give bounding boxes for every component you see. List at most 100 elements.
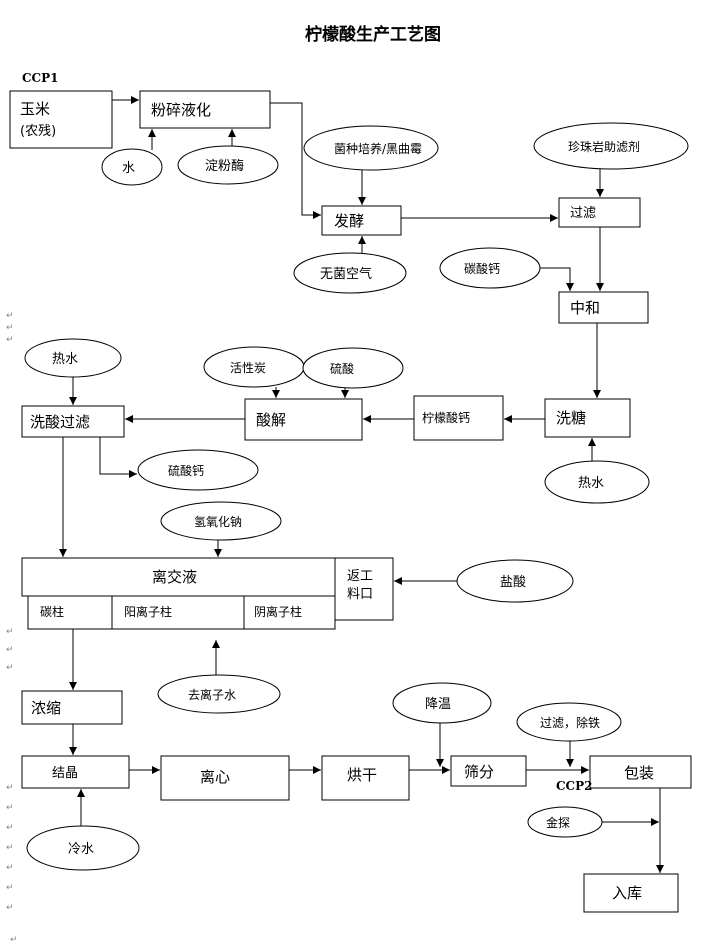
svg-text:包装: 包装 <box>624 764 654 782</box>
svg-text:酸解: 酸解 <box>256 411 286 429</box>
node-sulfuric-acid: 硫酸 <box>302 347 404 389</box>
node-acidolysis: 酸解 <box>244 398 363 441</box>
node-sugar-wash: 洗糖 <box>544 398 631 438</box>
svg-text:↵: ↵ <box>6 323 14 333</box>
svg-text:↵: ↵ <box>6 803 14 813</box>
svg-text:过滤，除铁: 过滤，除铁 <box>540 715 600 730</box>
ccp1-label: CCP1 <box>22 71 58 85</box>
svg-text:↵: ↵ <box>6 903 14 913</box>
svg-text:碳柱: 碳柱 <box>40 604 64 619</box>
svg-text:盐酸: 盐酸 <box>500 575 526 590</box>
node-sieve: 筛分 <box>450 755 527 787</box>
node-perlite: 珍珠岩助滤剂 <box>533 122 689 170</box>
arrow-grind-to-ferment <box>270 102 321 219</box>
svg-text:离交液: 离交液 <box>152 568 197 586</box>
node-hydrochloric-acid: 盐酸 <box>456 559 574 603</box>
node-calcium-sulfate: 硫酸钙 <box>137 449 259 491</box>
svg-text:结晶: 结晶 <box>52 766 78 781</box>
node-grind-liquefy: 粉碎液化 <box>139 90 271 129</box>
node-culture: 菌种培养/黑曲霉 <box>303 125 439 171</box>
svg-text:↵: ↵ <box>10 935 18 945</box>
node-metal-detect: 金探 <box>527 806 603 838</box>
node-dry: 烘干 <box>321 755 410 801</box>
node-neutralize: 中和 <box>558 291 649 324</box>
svg-text:降温: 降温 <box>425 697 451 712</box>
svg-text:水: 水 <box>122 161 135 176</box>
svg-text:返工: 返工 <box>347 569 373 584</box>
svg-text:↵: ↵ <box>6 843 14 853</box>
connectors <box>59 96 664 873</box>
node-amylase: 淀粉酶 <box>177 145 279 185</box>
svg-text:粉碎液化: 粉碎液化 <box>151 101 211 119</box>
node-carbon-column: 碳柱 <box>27 595 113 630</box>
node-rework-port: 返工 料口 <box>334 557 394 621</box>
node-package: 包装 <box>589 755 692 789</box>
svg-text:珍珠岩助滤剂: 珍珠岩助滤剂 <box>568 139 640 154</box>
node-cold-water: 冷水 <box>26 825 140 871</box>
svg-text:入库: 入库 <box>612 884 642 902</box>
node-filter-1: 过滤 <box>558 197 641 228</box>
node-cooling: 降温 <box>392 682 492 724</box>
svg-text:菌种培养/黑曲霉: 菌种培养/黑曲霉 <box>334 141 422 156</box>
node-hot-water-2: 热水 <box>544 460 650 504</box>
svg-text:硫酸: 硫酸 <box>330 361 354 376</box>
node-acid-wash-filter: 洗酸过滤 <box>21 405 125 438</box>
node-ferment: 发酵 <box>321 205 402 236</box>
svg-text:↵: ↵ <box>6 883 14 893</box>
node-activated-carbon: 活性炭 <box>203 346 305 388</box>
svg-text:过滤: 过滤 <box>570 206 596 221</box>
node-concentrate: 浓缩 <box>21 690 123 725</box>
svg-text:去离子水: 去离子水 <box>188 687 236 702</box>
svg-text:洗酸过滤: 洗酸过滤 <box>30 413 90 431</box>
svg-text:烘干: 烘干 <box>347 766 377 784</box>
svg-text:阴离子柱: 阴离子柱 <box>254 604 302 619</box>
svg-text:浓缩: 浓缩 <box>31 699 61 717</box>
node-cation-column: 阳离子柱 <box>111 595 245 630</box>
svg-text:淀粉酶: 淀粉酶 <box>205 158 244 174</box>
svg-text:无菌空气: 无菌空气 <box>320 266 372 282</box>
node-sodium-hydroxide: 氢氧化钠 <box>160 501 282 541</box>
corn-label: 玉米 <box>20 100 50 118</box>
svg-text:料口: 料口 <box>347 587 373 602</box>
diagram-title: 柠檬酸生产工艺图 <box>305 24 441 45</box>
svg-text:硫酸钙: 硫酸钙 <box>168 463 204 478</box>
svg-text:↵: ↵ <box>6 645 14 655</box>
svg-text:柠檬酸钙: 柠檬酸钙 <box>422 410 470 425</box>
svg-text:↵: ↵ <box>6 311 14 321</box>
node-deionized-water: 去离子水 <box>157 674 281 714</box>
svg-text:阳离子柱: 阳离子柱 <box>124 604 172 619</box>
node-calcium-citrate: 柠檬酸钙 <box>413 395 504 441</box>
svg-text:碳酸钙: 碳酸钙 <box>464 261 500 276</box>
node-corn: 玉米 (农残) <box>9 90 113 149</box>
svg-text:发酵: 发酵 <box>334 212 364 230</box>
svg-text:冷水: 冷水 <box>68 842 94 857</box>
node-anion-column: 阴离子柱 <box>243 595 336 630</box>
node-water-1: 水 <box>101 148 163 186</box>
node-filter-iron-removal: 过滤，除铁 <box>516 702 622 742</box>
node-hot-water-1: 热水 <box>24 338 122 378</box>
ccp2-label: CCP2 <box>556 779 592 793</box>
svg-text:金探: 金探 <box>546 815 570 830</box>
svg-text:↵: ↵ <box>6 863 14 873</box>
arrow-caco3-to-neutral <box>540 267 574 291</box>
svg-text:洗糖: 洗糖 <box>556 409 586 427</box>
node-centrifuge: 离心 <box>160 755 290 801</box>
svg-text:↵: ↵ <box>6 663 14 673</box>
arrow-acidwash-to-caso4 <box>99 437 137 478</box>
svg-text:↵: ↵ <box>6 783 14 793</box>
svg-text:↵: ↵ <box>6 627 14 637</box>
svg-text:离心: 离心 <box>200 768 230 786</box>
node-ion-exchange: 离交液 <box>21 557 336 597</box>
svg-text:中和: 中和 <box>570 299 600 317</box>
svg-text:氢氧化钠: 氢氧化钠 <box>194 514 242 529</box>
svg-text:活性炭: 活性炭 <box>230 361 266 375</box>
corn-residue-label: (农残) <box>20 124 56 139</box>
node-sterile-air: 无菌空气 <box>293 252 407 294</box>
svg-text:筛分: 筛分 <box>464 763 494 781</box>
svg-text:热水: 热水 <box>578 476 604 491</box>
svg-text:热水: 热水 <box>52 352 78 367</box>
node-crystallize: 结晶 <box>21 755 130 789</box>
node-warehouse: 入库 <box>583 873 679 913</box>
svg-text:↵: ↵ <box>6 335 14 345</box>
